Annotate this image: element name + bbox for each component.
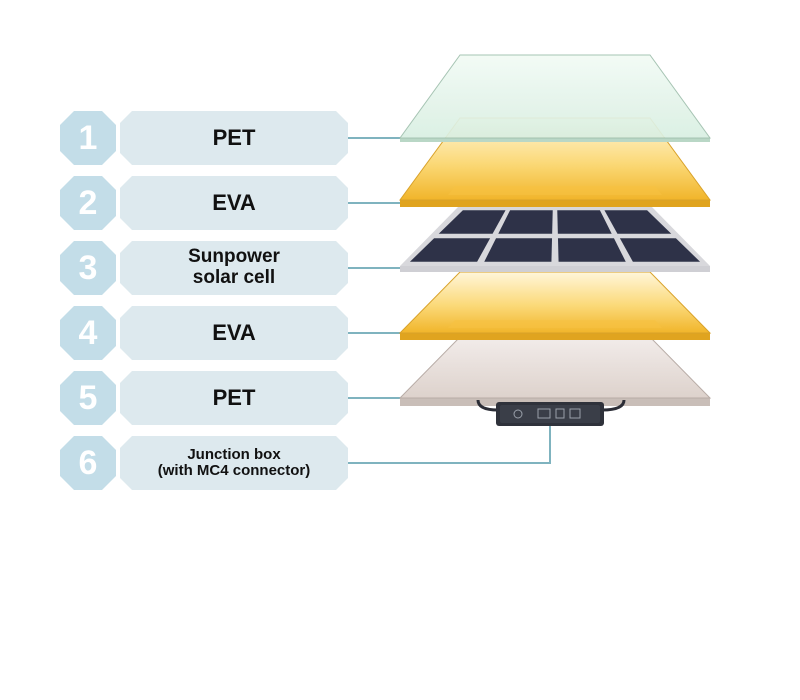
solar-cell	[604, 210, 672, 234]
layer-label-box: Junction box (with MC4 connector)	[120, 436, 348, 490]
solar-cell	[498, 210, 553, 234]
layer-row-1: 1 PET	[60, 111, 348, 165]
layer-label-box: Sunpower solar cell	[120, 241, 348, 295]
layer-label-text: Sunpower solar cell	[188, 246, 280, 288]
layer-label-box: PET	[120, 371, 348, 425]
solar-cell	[557, 210, 612, 234]
layer-row-4: 4 EVA	[60, 306, 348, 360]
layer-eva-bottom	[398, 271, 712, 340]
layer-number-badge: 6	[60, 436, 116, 490]
junction-box	[476, 399, 626, 426]
layer-number-badge: 1	[60, 111, 116, 165]
layer-label-box: PET	[120, 111, 348, 165]
layer-row-5: 5 PET	[60, 371, 348, 425]
layer-label-text: PET	[212, 384, 256, 410]
layer-label-text: PET	[212, 124, 256, 150]
layer-label-text: EVA	[212, 189, 256, 215]
layer-pet-back	[398, 336, 712, 406]
layer-row-6: 6 Junction box (with MC4 connector)	[60, 436, 348, 490]
solar-cell	[484, 238, 553, 262]
solar-cell	[409, 238, 491, 262]
layer-label-text: Junction box (with MC4 connector)	[157, 445, 311, 479]
layer-row-2: 2 EVA	[60, 176, 348, 230]
solar-cell	[557, 238, 626, 262]
connector-6	[288, 425, 551, 464]
layer-row-3: 3 Sunpower solar cell	[60, 241, 348, 295]
layer-label-text: EVA	[212, 319, 256, 345]
layer-number-badge: 2	[60, 176, 116, 230]
solar-cell	[619, 238, 701, 262]
solar-cell	[438, 210, 506, 234]
layer-label-box: EVA	[120, 306, 348, 360]
layer-solar-cells	[400, 205, 710, 272]
layer-pet-top	[399, 54, 711, 142]
layer-number-badge: 4	[60, 306, 116, 360]
layer-number-badge: 5	[60, 371, 116, 425]
layer-number-badge: 3	[60, 241, 116, 295]
layer-label-box: EVA	[120, 176, 348, 230]
